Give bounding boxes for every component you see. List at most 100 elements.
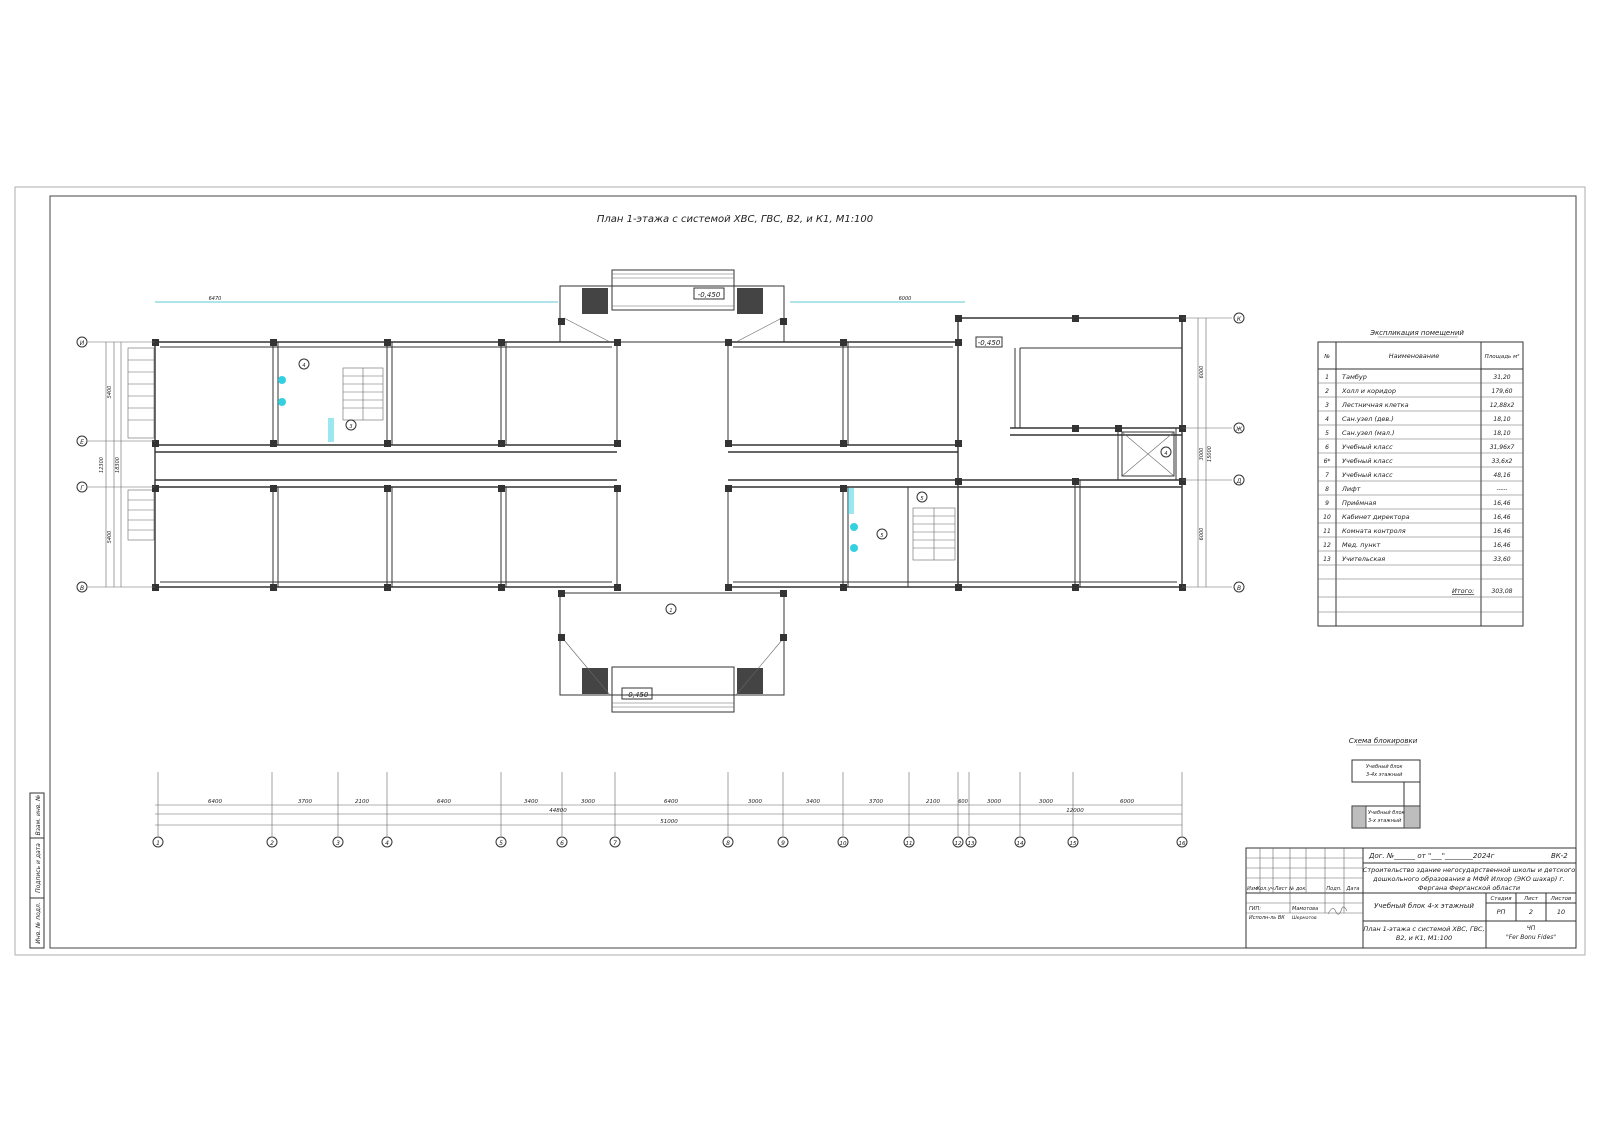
row-6-num: 6	[1325, 444, 1329, 451]
top-dimension-left: 6470	[209, 296, 222, 302]
drawing-code: ВК-2	[1551, 852, 1568, 860]
row-8-area: 48,16	[1493, 472, 1510, 479]
explication-table: Экспликация помещений № Наименование Пло…	[1317, 329, 1524, 627]
contract-text: Дог. №______ от "___"________2024г	[1368, 852, 1495, 860]
axis-bottom-7: 7	[613, 840, 617, 847]
block-lower-line1: Учебный блок	[1368, 810, 1405, 816]
name-vk: Шерматов	[1292, 915, 1317, 921]
row-5-num: 5	[1325, 430, 1329, 437]
row-9-num: 8	[1325, 486, 1329, 493]
axis-right-2: Ж	[1235, 426, 1243, 433]
dimension-chain: 6400 3700 2100 6400 3400 3000 6400 3000 …	[152, 772, 1188, 848]
axis-left-2: Е	[80, 439, 84, 446]
top-dimension-right: 6000	[899, 296, 912, 302]
role-vk: Исполн-ль ВК	[1249, 915, 1285, 921]
toilet-fixtures-right	[848, 488, 858, 552]
axis-bottom-13: 13	[968, 841, 975, 847]
right-dim-4: 6000	[1199, 528, 1205, 541]
axis-bottom-16: 16	[1179, 841, 1186, 847]
explication-header-name: Наименование	[1389, 352, 1440, 360]
row-12-num: 11	[1323, 528, 1331, 535]
outer-sheet-frame	[14, 186, 1586, 956]
floor-plan: 6470 6000	[76, 269, 1245, 713]
room-marker-5a: 5	[920, 496, 923, 502]
inner-drawing-frame	[49, 195, 1577, 949]
span-dim-4: 6400	[437, 799, 451, 805]
stair-left	[127, 347, 155, 541]
row-2-num: 2	[1325, 388, 1329, 395]
axis-bottom-10: 10	[840, 841, 847, 847]
row-14-num: 13	[1323, 556, 1331, 563]
object-name: Учебный блок 4-х этажный	[1374, 902, 1474, 910]
span-dim-1: 6400	[208, 799, 222, 805]
row-4-name: Сан.узел (дев.)	[1342, 415, 1394, 423]
row-3-name: Лестничная клетка	[1341, 401, 1409, 409]
structural-columns	[152, 315, 1186, 641]
row-6-area: 31,96х7	[1490, 444, 1515, 451]
level-box-east	[975, 336, 1003, 348]
block-scheme: Схема блокировки Учебный блок 3-4х этажн…	[1349, 737, 1421, 829]
axis-bottom-8: 8	[726, 840, 730, 847]
north-entrance	[559, 269, 785, 343]
company-line-2: "Fer Bonu Fides"	[1506, 934, 1556, 941]
total-value: 303,08	[1492, 588, 1513, 595]
side-stamp-1: Инв. № подл.	[35, 902, 42, 943]
row-3-area: 12,88х2	[1490, 402, 1515, 409]
role-gip: ГИП:	[1249, 906, 1261, 912]
sheets-header: Листов	[1550, 896, 1572, 902]
row-13-area: 16,46	[1493, 542, 1510, 549]
row-5-name: Сан.узел (мал.)	[1342, 429, 1395, 437]
explication-header-num: №	[1323, 354, 1330, 360]
row-6-name: Учебный класс	[1342, 443, 1393, 451]
sheets-value: 10	[1557, 908, 1565, 916]
span-dim-13: 3000	[987, 799, 1001, 805]
header-date: Дата	[1346, 886, 1360, 892]
row-14-name: Учительская	[1342, 555, 1385, 563]
axis-left-1: И	[80, 340, 85, 347]
axis-bottom-12: 12	[955, 841, 962, 847]
side-stamp: Инв. № подл. Подпись и дата Взам. инв. №	[29, 792, 45, 949]
explication-header-area: Площадь м²	[1485, 353, 1521, 360]
left-dim-3: 18300	[115, 457, 121, 473]
row-5-area: 18,10	[1493, 430, 1510, 437]
signature	[1327, 906, 1348, 915]
span-dim-8: 3000	[748, 799, 762, 805]
block-upper-line2: 3-4х этажный	[1366, 772, 1403, 778]
project-line-2: дошкольного образования в МФЙ Илхор (ЭКО…	[1372, 874, 1565, 883]
room-marker-4b: 4	[1164, 451, 1167, 457]
axis-bottom-11: 11	[906, 841, 913, 847]
span-dim-5: 3400	[524, 799, 538, 805]
span-dim-15: 6000	[1120, 799, 1134, 805]
lift-shaft	[1121, 431, 1175, 477]
axis-bottom-1: 1	[156, 840, 160, 847]
stair-toilets-right	[912, 507, 956, 561]
axis-bottom-6: 6	[560, 840, 564, 847]
row-7-name: Учебный класс	[1342, 457, 1393, 465]
total-label: Итого:	[1452, 587, 1474, 595]
title-block: Дог. №______ от "___"________2024г ВК-2 …	[1245, 847, 1577, 949]
south-entrance	[559, 592, 785, 713]
row-9-area: -----	[1497, 486, 1508, 493]
right-dim-1: 6000	[1199, 366, 1205, 379]
drawing-title: План 1-этажа с системой ХВС, ГВС, В2, и …	[597, 214, 873, 225]
room-marker-5b: 5	[880, 533, 883, 539]
room-marker-1: 1	[669, 608, 672, 614]
group-dim-left: 44800	[549, 808, 567, 814]
span-dim-12: 600	[958, 799, 968, 805]
span-dim-11: 2100	[926, 799, 940, 805]
axis-left-3: Г	[80, 485, 84, 492]
block-upper-line1: Учебный блок	[1366, 764, 1403, 770]
left-dim-2: 12300	[99, 457, 105, 473]
span-dim-3: 2100	[355, 799, 369, 805]
row-1-name: Тамбур	[1342, 373, 1367, 381]
room-marker-3: 3	[349, 424, 352, 430]
right-dim-3: 15000	[1207, 446, 1213, 462]
row-10-name: Приёмная	[1342, 499, 1376, 507]
stage-value: РП	[1497, 908, 1506, 916]
row-8-name: Учебный класс	[1342, 471, 1393, 479]
row-13-name: Мед. пункт	[1342, 541, 1381, 549]
row-1-area: 31,20	[1493, 374, 1510, 381]
span-dim-9: 3400	[806, 799, 820, 805]
row-11-name: Кабинет директора	[1342, 513, 1410, 521]
block-lower-line2: 3-х этажный	[1368, 818, 1402, 824]
